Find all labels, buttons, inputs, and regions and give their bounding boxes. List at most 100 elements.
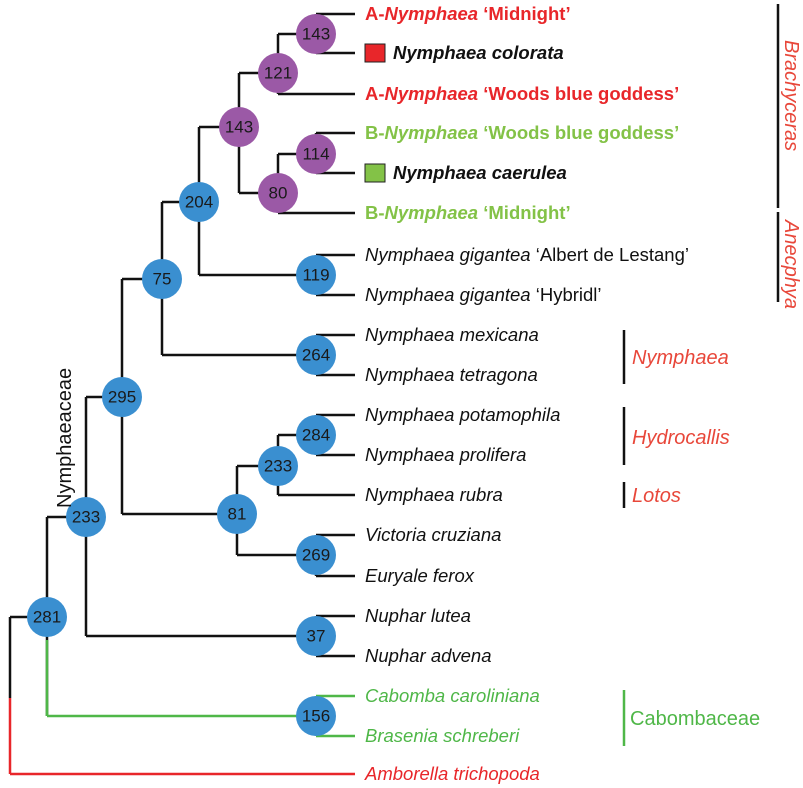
- node-circle: [296, 335, 336, 375]
- node-circle: [296, 616, 336, 656]
- tip-prefix: B-: [365, 202, 385, 223]
- tip-genus: Amborella trichopoda: [364, 763, 540, 784]
- tip-genus: Nymphaea gigantea: [365, 244, 531, 265]
- node-circle: [296, 14, 336, 54]
- anecphya-label: Anecphya: [780, 219, 802, 309]
- tip-genus: Nymphaea mexicana: [365, 324, 539, 345]
- node-support-n17: 281: [27, 597, 67, 637]
- tip-label-t14: Victoria cruziana: [365, 524, 501, 545]
- tree-nodes: 143 121 143 114 80 204 119 75 264 295 284 233 81 269 2…: [27, 14, 336, 736]
- node-support-n4: 114: [296, 134, 336, 174]
- tip-genus: Nymphaea: [385, 83, 479, 104]
- node-label: 81: [228, 505, 247, 524]
- green-square-marker: [364, 163, 386, 183]
- tip-label-t4: B-Nymphaea ‘Woods blue goddess’: [365, 122, 679, 143]
- tip-genus: Euryale ferox: [365, 565, 475, 586]
- tip-cultivar: ‘Hybridl’: [531, 284, 602, 305]
- tip-prefix: B-: [365, 122, 385, 143]
- node-label: 295: [108, 388, 136, 407]
- node-support-n3: 143: [219, 107, 259, 147]
- tip-label-t18: Cabomba caroliniana: [365, 685, 540, 706]
- node-support-n16: 37: [296, 616, 336, 656]
- nymphaeaceae-label: Nymphaeaceae: [54, 368, 76, 508]
- tip-genus: Nymphaea prolifera: [365, 444, 526, 465]
- tip-label-t12: Nymphaea prolifera: [365, 444, 526, 465]
- node-circle: [179, 182, 219, 222]
- tip-cultivar: ‘Albert de Lestang’: [531, 244, 689, 265]
- tip-genus: Nuphar advena: [365, 645, 492, 666]
- tip-genus: Nymphaea caerulea: [393, 162, 567, 183]
- node-support-n2: 121: [258, 53, 298, 93]
- tip-label-t11: Nymphaea potamophila: [365, 404, 560, 425]
- tip-genus: Cabomba caroliniana: [365, 685, 540, 706]
- tip-genus: Nymphaea potamophila: [365, 404, 560, 425]
- node-label: 269: [302, 546, 330, 565]
- tip-label-t17: Nuphar advena: [365, 645, 492, 666]
- node-label: 233: [264, 457, 292, 476]
- node-circle: [258, 446, 298, 486]
- tip-genus: Brasenia schreberi: [365, 725, 520, 746]
- tip-genus: Nymphaea gigantea: [365, 284, 531, 305]
- node-circle: [66, 497, 106, 537]
- node-circle: [296, 696, 336, 736]
- tip-cultivar: ‘Midnight’: [478, 202, 570, 223]
- node-circle: [296, 415, 336, 455]
- node-label: 204: [185, 193, 213, 212]
- node-label: 143: [302, 25, 330, 44]
- node-circle: [296, 134, 336, 174]
- node-label: 156: [302, 707, 330, 726]
- tip-genus: Nymphaea rubra: [365, 484, 503, 505]
- node-support-n12: 233: [258, 446, 298, 486]
- lotos-label: Lotos: [632, 485, 681, 507]
- node-support-n9: 264: [296, 335, 336, 375]
- tip-label-t13: Nymphaea rubra: [365, 484, 503, 505]
- node-label: 281: [33, 608, 61, 627]
- node-label: 80: [269, 184, 288, 203]
- node-circle: [219, 107, 259, 147]
- tip-label-t2: Nymphaea colorata: [393, 42, 564, 63]
- node-label: 233: [72, 508, 100, 527]
- tip-genus: Victoria cruziana: [365, 524, 501, 545]
- node-support-n1: 143: [296, 14, 336, 54]
- tip-genus: Nymphaea tetragona: [365, 364, 538, 385]
- node-circle: [258, 173, 298, 213]
- tip-label-t9: Nymphaea mexicana: [365, 324, 539, 345]
- tip-label-t10: Nymphaea tetragona: [365, 364, 538, 385]
- tip-label-t19: Brasenia schreberi: [365, 725, 520, 746]
- tip-label-t16: Nuphar lutea: [365, 605, 471, 626]
- node-label: 284: [302, 426, 330, 445]
- tip-prefix: A-: [365, 3, 385, 24]
- node-support-n11: 284: [296, 415, 336, 455]
- nymphaea-label: Nymphaea: [632, 347, 729, 369]
- tip-genus: Nymphaea: [385, 3, 479, 24]
- tip-label-t7: Nymphaea gigantea ‘Albert de Lestang’: [365, 244, 689, 265]
- node-support-n5: 80: [258, 173, 298, 213]
- red-square-marker: [364, 43, 386, 63]
- tip-cultivar: ‘Woods blue goddess’: [478, 122, 679, 143]
- node-label: 121: [264, 64, 292, 83]
- node-label: 114: [302, 145, 329, 164]
- tip-label-t6: B-Nymphaea ‘Midnight’: [365, 202, 571, 223]
- node-support-n15: 233: [66, 497, 106, 537]
- node-label: 119: [302, 266, 329, 285]
- node-support-n6: 204: [179, 182, 219, 222]
- hydrocallis-label: Hydrocallis: [632, 427, 730, 449]
- node-support-n10: 295: [102, 377, 142, 417]
- node-support-n7: 119: [296, 255, 336, 295]
- brachyceras-label: Brachyceras: [780, 40, 802, 151]
- clade-annotations: Brachyceras Anecphya Nymphaea Hydrocalli…: [54, 4, 802, 746]
- node-support-n18: 156: [296, 696, 336, 736]
- tip-genus: Nymphaea: [385, 122, 479, 143]
- tip-label-t20: Amborella trichopoda: [364, 763, 540, 784]
- tip-labels: A-Nymphaea ‘Midnight’Nymphaea colorataA-…: [364, 3, 689, 784]
- node-label: 75: [153, 270, 172, 289]
- tip-label-t3: A-Nymphaea ‘Woods blue goddess’: [365, 83, 679, 104]
- node-label: 143: [225, 118, 253, 137]
- node-circle: [27, 597, 67, 637]
- node-label: 264: [302, 346, 330, 365]
- node-circle: [142, 259, 182, 299]
- tip-label-t15: Euryale ferox: [365, 565, 475, 586]
- tip-label-t1: A-Nymphaea ‘Midnight’: [365, 3, 571, 24]
- cabombaceae-label: Cabombaceae: [630, 708, 760, 730]
